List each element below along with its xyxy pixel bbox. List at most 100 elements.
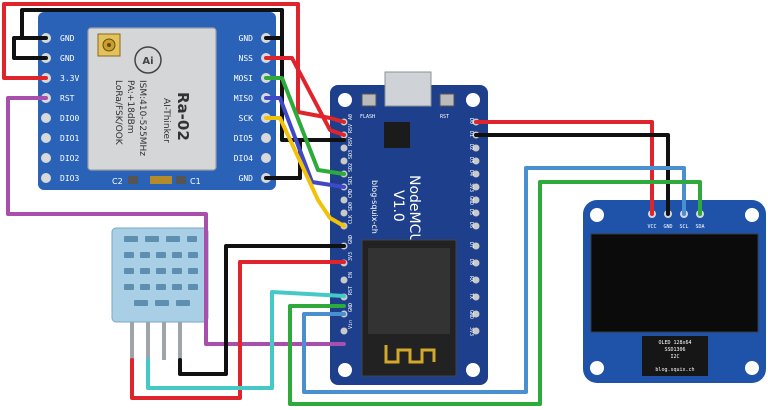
mcu-pin-tx: TX: [468, 293, 474, 299]
cap-c1-label: C1: [190, 177, 201, 186]
oled-pin-sda: SDA: [695, 224, 704, 230]
wire-dht-vcc: [130, 260, 346, 400]
usb-chip-icon: [384, 122, 410, 148]
antenna-trace-icon: [384, 345, 436, 364]
lora-pin-mosi: MOSI: [234, 74, 253, 83]
wire-rst: [6, 96, 346, 346]
oled-label-2: SSD1306: [664, 347, 685, 353]
mcu-pin-sd1: SD1: [348, 176, 354, 185]
wire-lora-gnd-bridge: [12, 36, 48, 60]
lora-pin-gnd-1: GND: [60, 34, 75, 43]
wire-mosi: [264, 76, 346, 176]
oled-ribbon: [642, 336, 708, 376]
dht11-sensor: [111, 227, 209, 360]
nodemcu-board: FLASH RST NodeMCU V1.0 blog-squix-ch: [330, 71, 488, 385]
wire-lora-gnd-top: [20, 8, 284, 40]
mcu-pin-clk: CLK: [348, 215, 354, 224]
lora-shield: [87, 27, 217, 171]
mcu-pin-3v3-l: 3V3: [348, 252, 354, 261]
rst-button: [439, 93, 455, 107]
ai-thinker-logo-icon: [134, 46, 162, 74]
lora-pin-rst: RST: [60, 94, 75, 103]
mcu-pin-rsv-2: RSV: [348, 137, 354, 146]
ai-logo-text: Ai: [142, 56, 153, 67]
wire-lora-gnd-mcu: [280, 36, 346, 142]
mcu-pin-gnd-l1: GND: [348, 235, 354, 244]
dht11-legs: [130, 322, 182, 360]
mcu-pin-d6: D6: [468, 222, 474, 228]
esp-shield: [368, 248, 450, 334]
mcu-pin-d7: D7: [468, 242, 474, 248]
oled-pin-vcc: VCC: [647, 224, 656, 230]
mcu-pin-rst: RST: [348, 286, 354, 295]
nodemcu-site: blog-squix-ch: [370, 180, 379, 234]
mcu-pin-cmd: CMD: [348, 189, 354, 198]
mcu-pin-sd2: SD2: [348, 163, 354, 172]
mcu-pin-gnd-l2: GND: [348, 303, 354, 312]
crystal-icon: [150, 176, 172, 184]
mcu-pin-a0: A0: [348, 114, 354, 120]
lora-pin-sck: SCK: [239, 114, 254, 123]
nodemcu-left-labels: A0 RSV RSV SD3 SD2 SD1 CMD SD0 CLK GND 3…: [348, 114, 354, 329]
lora-pin-3v3: 3.3V: [60, 74, 79, 83]
oled-label-4: blog.squix.ch: [655, 367, 694, 373]
mcu-pin-d2: D2: [468, 144, 474, 150]
wire-miso: [264, 96, 346, 189]
mcu-pin-3v3-r1: 3V3: [468, 183, 474, 192]
mcu-pin-gnd-r1: GND: [468, 196, 474, 205]
oled-pin-gnd: GND: [663, 224, 672, 230]
wire-oled-scl: [302, 166, 686, 394]
mount-hole-icon: [745, 361, 759, 375]
mcu-pin-d5: D5: [468, 209, 474, 215]
wire-sck: [264, 116, 346, 228]
lora-pin-miso: MISO: [234, 94, 253, 103]
mount-hole-icon: [466, 363, 480, 377]
flash-button: [361, 93, 377, 107]
cap-c2-icon: [128, 176, 138, 184]
lora-chip-spec-3: LoRa/FSK/OOK: [113, 80, 123, 146]
lora-pin-gnd-4: GND: [239, 174, 254, 183]
wire-oled-sda: [288, 180, 702, 406]
lora-pin-dio0: DIO0: [60, 114, 79, 123]
mcu-pin-en: EN: [348, 272, 354, 278]
rst-label: RST: [440, 114, 449, 120]
oled-label-1: OLED 128x64: [658, 340, 691, 346]
lora-module: GND GND 3.3V RST DIO0 DIO1 DIO2 DIO3 GND…: [38, 12, 276, 190]
lora-pin-dio2: DIO2: [60, 154, 79, 163]
lora-pin-dio1: DIO1: [60, 134, 79, 143]
oled-label-3: I2C: [670, 354, 679, 360]
lora-pin-dio4: DIO4: [234, 154, 253, 163]
mcu-pin-rsv-1: RSV: [348, 124, 354, 133]
mount-hole-icon: [590, 208, 604, 222]
oled-display: VCC GND SCL SDA OLED 128x64 SSD1306 I2C …: [583, 200, 766, 383]
mcu-pin-d3: D3: [468, 157, 474, 163]
wire-oled-gnd: [474, 133, 670, 216]
mount-hole-icon: [338, 363, 352, 377]
lora-pin-dio5: DIO5: [234, 134, 253, 143]
wire-dht-data: [146, 290, 346, 390]
nodemcu-version: V1.0: [390, 190, 406, 222]
lora-chip-spec-1: ISM:410-525MHz: [137, 80, 147, 156]
wire-lora-3v3: [2, 2, 346, 124]
mcu-pin-rx: RX: [468, 276, 474, 282]
nodemcu-title: NodeMCU: [406, 175, 422, 244]
mcu-pin-d1: D1: [468, 131, 474, 137]
mount-hole-icon: [466, 93, 480, 107]
svg-text:Ra-02: Ra-02: [174, 92, 192, 141]
dht11-body: [111, 227, 209, 323]
mcu-pin-d4: D4: [468, 170, 474, 176]
lora-chip-text: Ra-02: [174, 92, 192, 141]
cap-c2-label: C2: [112, 177, 123, 186]
oled-screen: [590, 233, 759, 333]
wire-nss: [264, 56, 346, 137]
mcu-pin-sd0: SD0: [348, 202, 354, 211]
mcu-pin-sd3: SD3: [348, 150, 354, 159]
lora-pin-gnd-3: GND: [239, 34, 254, 43]
cap-c1-icon: [176, 176, 186, 184]
mount-hole-icon: [338, 93, 352, 107]
flash-label: FLASH: [360, 114, 375, 120]
oled-pin-scl: SCL: [679, 224, 688, 230]
wire-dht-gnd: [178, 244, 346, 376]
